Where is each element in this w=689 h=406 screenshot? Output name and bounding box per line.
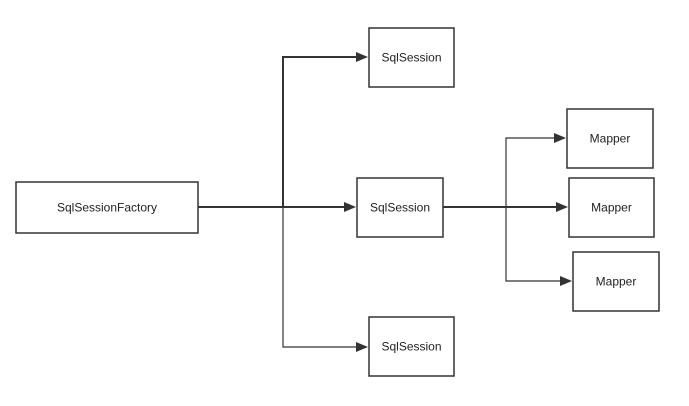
edges-session-to-mappers	[443, 133, 572, 286]
node-mapper-2: Mapper	[568, 177, 655, 238]
node-sqlsessionfactory: SqlSessionFactory	[15, 181, 199, 234]
node-mapper-1: Mapper	[566, 108, 654, 169]
arrowhead-mapper-2	[556, 202, 568, 212]
node-mapper-3-label: Mapper	[596, 275, 637, 289]
arrowhead-mapper-1	[554, 133, 566, 143]
edge-factory-to-session-bottom	[282, 207, 358, 348]
node-sqlsession-middle-label: SqlSession	[370, 201, 430, 215]
edge-session-to-mapper-3	[505, 207, 562, 282]
node-sqlsession-bottom: SqlSession	[368, 316, 455, 377]
node-sqlsession-bottom-label: SqlSession	[381, 340, 441, 354]
arrowhead-mapper-3	[560, 276, 572, 286]
arrowhead-session-bottom	[356, 342, 368, 352]
node-sqlsession-top: SqlSession	[368, 27, 455, 88]
edge-factory-to-session-top	[198, 56, 358, 208]
edges-factory-to-sessions	[198, 52, 368, 352]
node-mapper-2-label: Mapper	[591, 201, 632, 215]
node-sqlsession-middle: SqlSession	[356, 177, 444, 238]
arrowhead-session-top	[356, 52, 368, 62]
edge-session-to-mapper-1	[443, 137, 556, 208]
node-sqlsession-top-label: SqlSession	[381, 51, 441, 65]
node-mapper-1-label: Mapper	[590, 132, 631, 146]
node-mapper-3: Mapper	[572, 251, 660, 312]
node-sqlsessionfactory-label: SqlSessionFactory	[57, 201, 157, 215]
arrowhead-session-middle	[344, 202, 356, 212]
